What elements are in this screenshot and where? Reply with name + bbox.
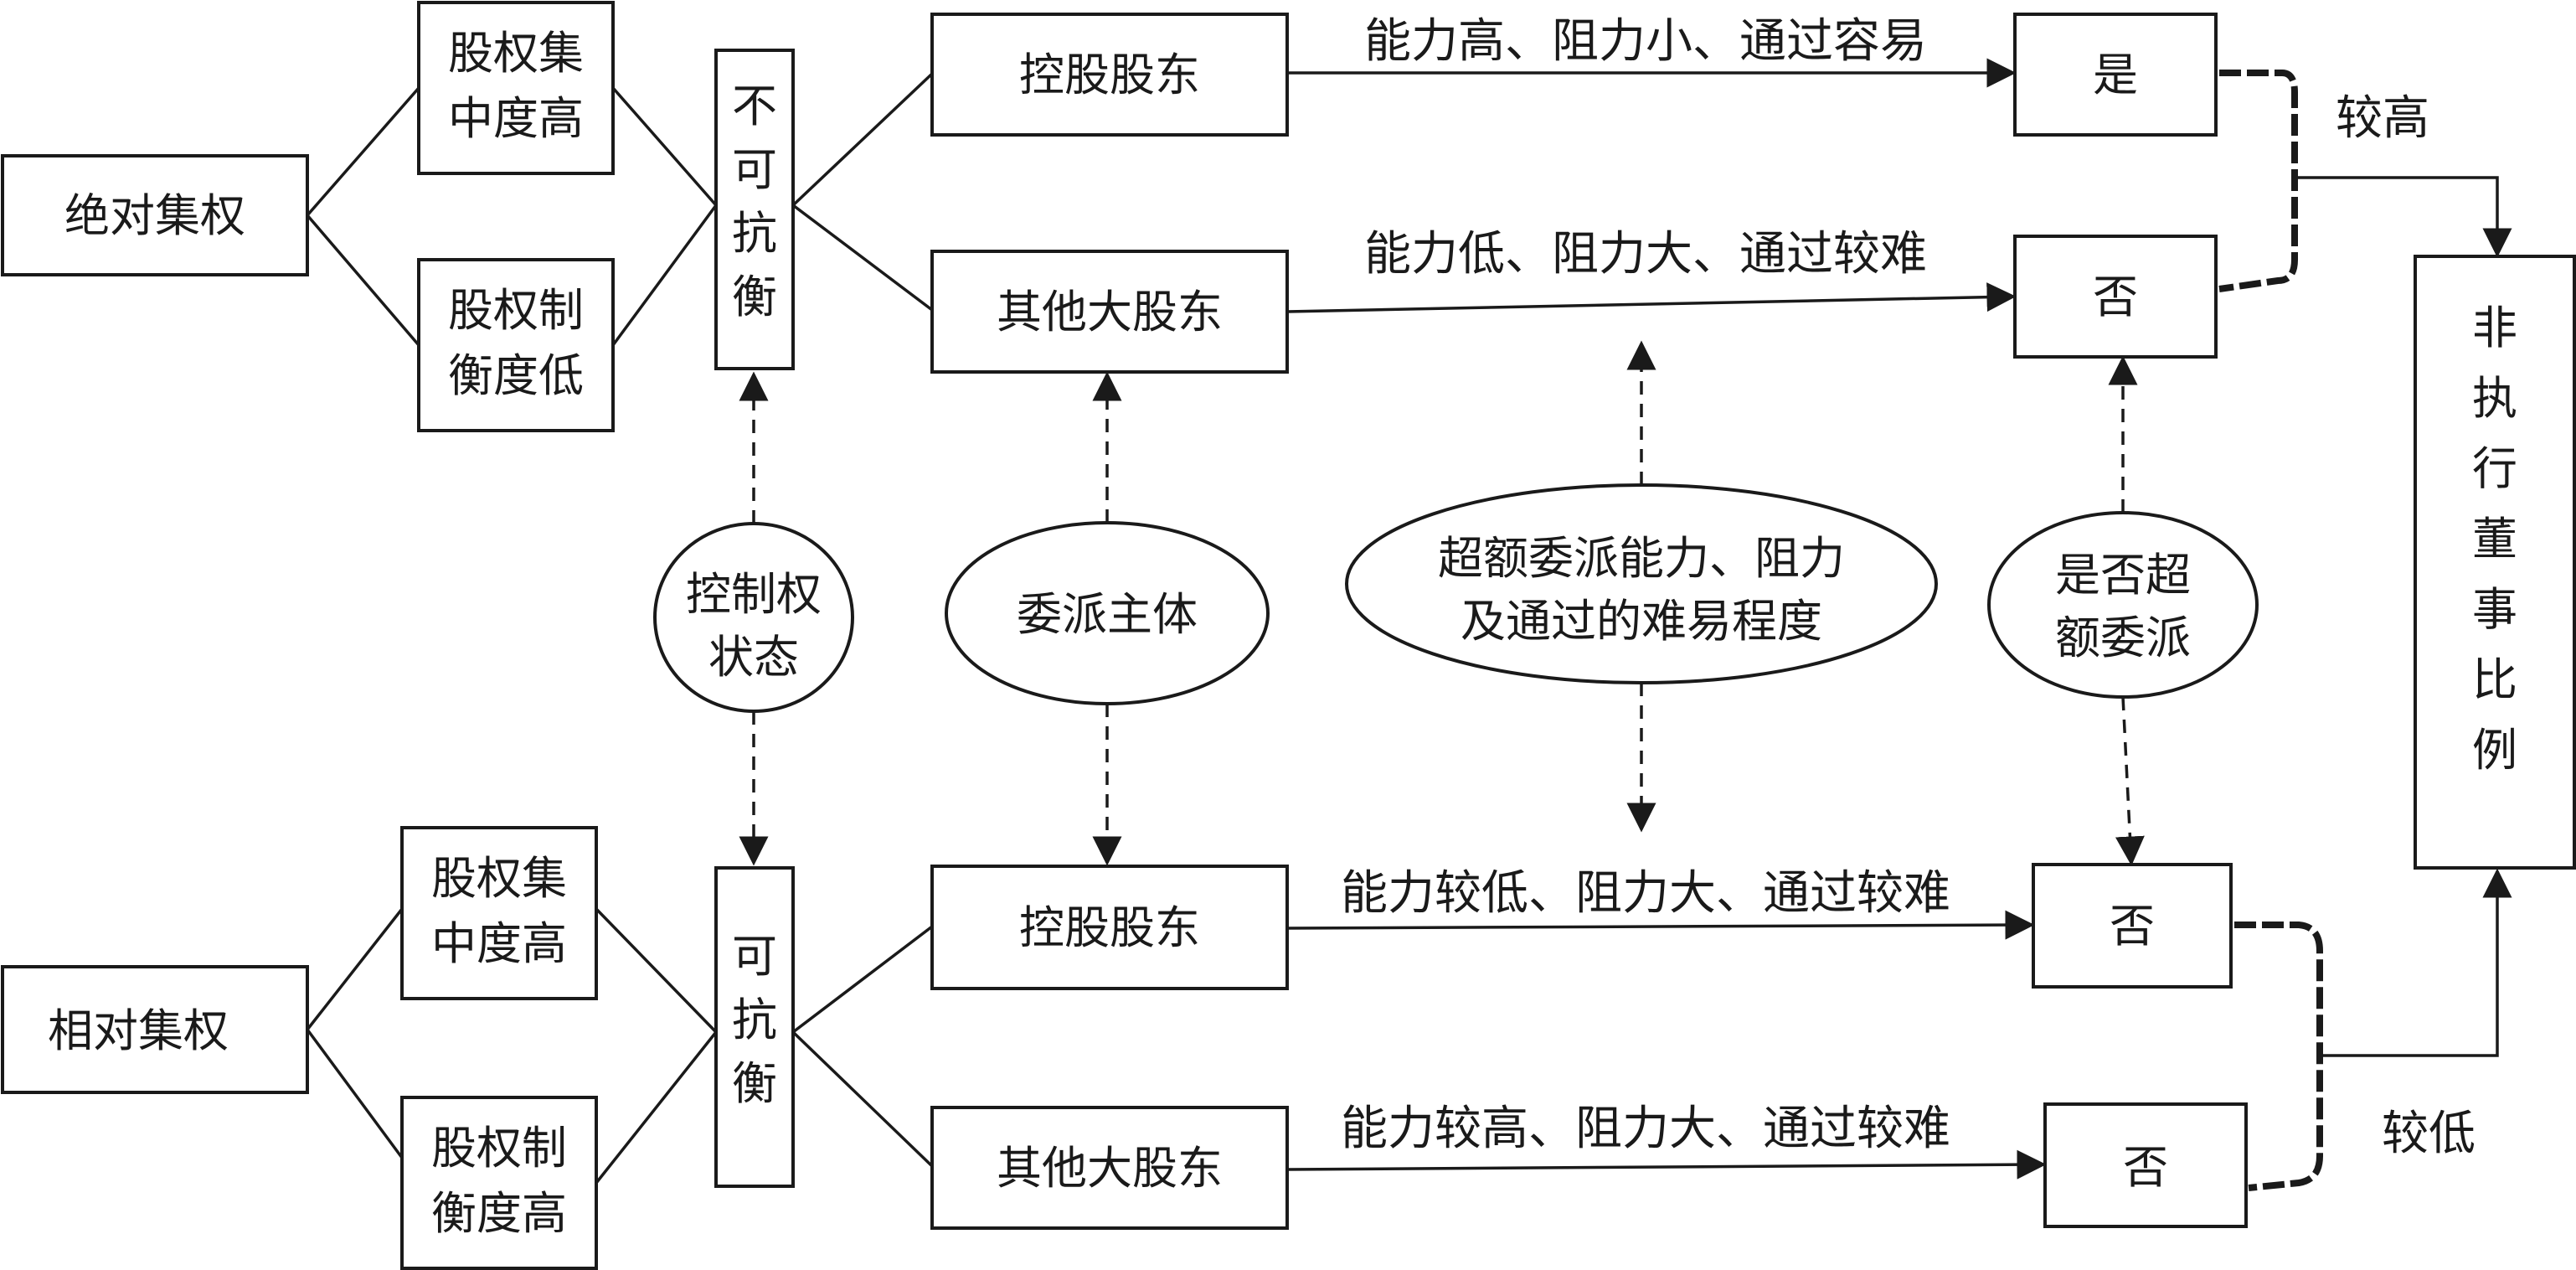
bottom-root-node: 相对集权 <box>1 965 309 1094</box>
bottom-edge1-label: 能力较低、阻力大、通过较难 <box>1341 866 1950 921</box>
bottom-edge1-arrow <box>1286 910 2035 940</box>
excess-ability-line2: 及通过的难易程度 <box>1461 595 1822 648</box>
bottom-holder1-label: 控股股东 <box>1019 901 1200 954</box>
top-branch2-line1: 股权制 <box>448 284 584 337</box>
bottom-balance-char3: 衡 <box>732 1057 777 1110</box>
top-edge2-arrow <box>1286 282 2017 313</box>
bottom-branch2-to-balance-line <box>595 1030 718 1185</box>
outcome-char6: 比 <box>2472 653 2517 706</box>
bottom-branch2-node: 股权制 衡度高 <box>400 1096 598 1270</box>
top-holder1-node: 控股股东 <box>930 13 1289 137</box>
bottom-balance-to-holder1-line <box>791 925 934 1034</box>
top-result2-label: 否 <box>2093 271 2138 323</box>
outcome-char7: 例 <box>2472 724 2517 777</box>
bottom-ratio-label: 较低 <box>2382 1107 2476 1161</box>
bottom-balance-node: 可 抗 衡 <box>714 866 795 1188</box>
top-balance-char1: 不 <box>732 80 777 132</box>
top-merge-bracket <box>2218 70 2298 292</box>
top-to-outcome-arrow <box>2295 176 2512 258</box>
top-balance-char2: 可 <box>732 143 777 196</box>
bottom-branch2-line2: 衡度高 <box>431 1187 567 1240</box>
bottom-root-to-branch2-line <box>306 1028 404 1159</box>
top-branch2-node: 股权制 衡度低 <box>417 258 615 432</box>
top-holder2-label: 其他大股东 <box>997 286 1223 338</box>
bottom-branch2-line1: 股权制 <box>431 1122 567 1174</box>
top-edge1-label: 能力高、阻力小、通过容易 <box>1364 14 1927 69</box>
bottom-branch1-node: 股权集 中度高 <box>400 826 598 1000</box>
outcome-char1: 非 <box>2472 302 2517 354</box>
bottom-holder1-node: 控股股东 <box>930 865 1289 990</box>
top-root-to-branch1-line <box>306 86 420 217</box>
outcome-char2: 执 <box>2472 372 2517 425</box>
bottom-branch1-to-balance-line <box>595 907 718 1034</box>
bottom-balance-to-holder2-line <box>791 1030 934 1168</box>
excess-ability-line1: 超额委派能力、阻力 <box>1438 532 1845 585</box>
is-excess-line1: 是否超 <box>2055 549 2191 601</box>
is-excess-line2: 额委派 <box>2055 612 2191 664</box>
top-branch1-node: 股权集 中度高 <box>417 1 615 175</box>
top-ratio-label: 较高 <box>2336 91 2429 146</box>
is-excess-node: 是否超 额委派 <box>1987 511 2259 699</box>
bottom-result1-label: 否 <box>2110 900 2155 952</box>
top-balance-char4: 衡 <box>732 271 777 323</box>
top-branch1-to-balance-line <box>611 86 718 207</box>
bottom-root-to-branch1-line <box>306 907 404 1031</box>
control-state-node: 控制权 状态 <box>653 522 854 713</box>
top-holder1-label: 控股股东 <box>1019 49 1200 101</box>
bottom-branch1-line1: 股权集 <box>431 852 567 905</box>
control-state-line2: 状态 <box>708 631 799 684</box>
top-result2-node: 否 <box>2013 235 2218 359</box>
top-root-node: 绝对集权 <box>1 154 309 276</box>
bottom-result1-node: 否 <box>2032 863 2233 989</box>
outcome-char5: 事 <box>2472 583 2517 636</box>
top-balance-node: 不 可 抗 衡 <box>714 49 795 370</box>
bottom-balance-char1: 可 <box>732 930 777 983</box>
top-balance-to-holder1-line <box>791 72 934 207</box>
outcome-char4: 董 <box>2472 513 2517 565</box>
top-holder2-node: 其他大股东 <box>930 250 1289 374</box>
bottom-balance-char2: 抗 <box>732 994 777 1046</box>
bottom-result2-label: 否 <box>2123 1141 2168 1194</box>
bottom-to-outcome-arrow <box>2320 868 2512 1057</box>
top-branch1-line2: 中度高 <box>448 92 584 145</box>
bottom-holder2-label: 其他大股东 <box>997 1142 1223 1195</box>
top-branch2-to-balance-line <box>611 204 718 347</box>
outcome-char3: 行 <box>2472 442 2517 495</box>
bottom-edge2-arrow <box>1286 1149 2047 1180</box>
top-result1-node: 是 <box>2013 13 2218 137</box>
top-balance-to-holder2-line <box>791 204 934 312</box>
is-excess-down-arrow <box>2115 696 2145 866</box>
bottom-branch1-line2: 中度高 <box>431 917 567 970</box>
delegator-label: 委派主体 <box>1017 588 1198 641</box>
bottom-root-label: 相对集权 <box>48 1004 229 1057</box>
delegator-node: 委派主体 <box>945 521 1270 705</box>
control-state-line1: 控制权 <box>686 568 822 621</box>
top-balance-char3: 抗 <box>732 207 777 260</box>
bottom-edge2-label: 能力较高、阻力大、通过较难 <box>1341 1102 1950 1156</box>
top-branch1-line1: 股权集 <box>448 27 584 80</box>
top-root-to-branch2-line <box>306 214 420 347</box>
bottom-result2-node: 否 <box>2043 1102 2248 1228</box>
top-branch2-line2: 衡度低 <box>448 349 584 402</box>
excess-ability-node: 超额委派能力、阻力 及通过的难易程度 <box>1345 483 1938 684</box>
top-edge2-label: 能力低、阻力大、通过较难 <box>1364 227 1927 281</box>
top-result1-label: 是 <box>2093 49 2138 101</box>
bottom-merge-bracket <box>2234 922 2323 1191</box>
bottom-holder2-node: 其他大股东 <box>930 1106 1289 1230</box>
top-root-label: 绝对集权 <box>64 189 245 242</box>
outcome-node: 非 执 行 董 事 比 例 <box>2414 255 2576 870</box>
